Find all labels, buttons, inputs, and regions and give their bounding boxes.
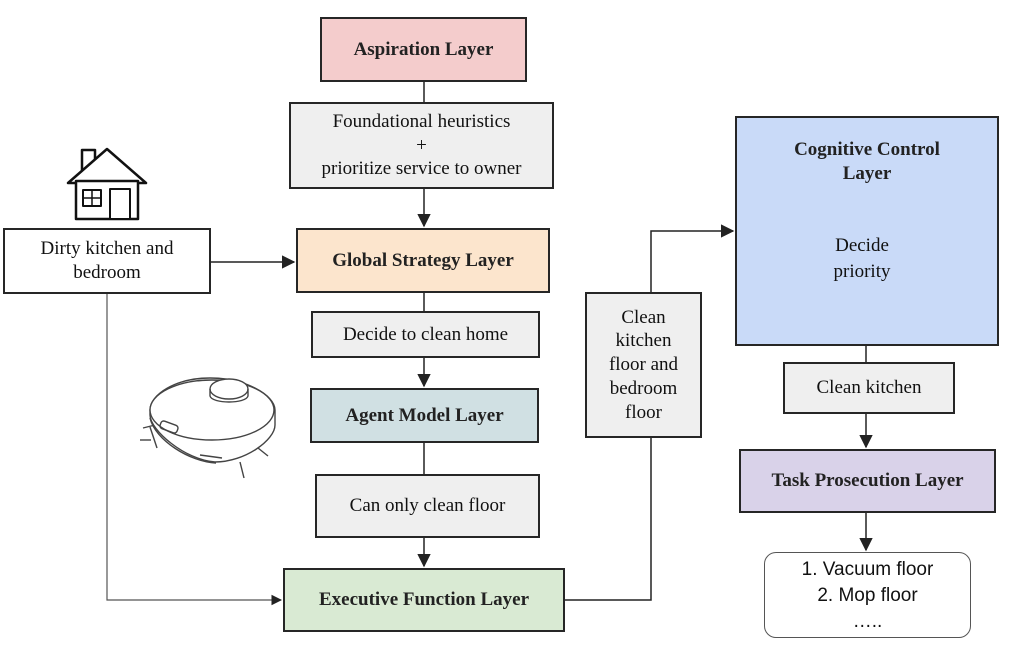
task-list-item: 1. Vacuum floor <box>801 559 934 580</box>
decide-clean-home-box: Decide to clean home <box>311 311 540 358</box>
dirty-line-1: Dirty kitchen and <box>40 238 174 260</box>
agent-model-layer-box: Agent Model Layer <box>310 388 539 443</box>
arrow-cleanfloors-cognitive <box>650 224 735 292</box>
heuristics-line-3: prioritize service to owner <box>321 158 522 180</box>
can-only-clean-floor-box: Can only clean floor <box>315 474 540 538</box>
task-prosecution-layer-label: Task Prosecution Layer <box>771 470 964 492</box>
heuristics-line-2: + <box>416 134 427 156</box>
aspiration-layer-label: Aspiration Layer <box>353 38 494 60</box>
task-list-item: 2. Mop floor <box>817 585 918 606</box>
global-strategy-layer-label: Global Strategy Layer <box>332 249 514 271</box>
foundational-heuristics-box: Foundational heuristics + prioritize ser… <box>289 102 554 189</box>
clean-kitchen-box: Clean kitchen <box>783 362 955 414</box>
connector-executive-cleanfloors <box>565 438 652 601</box>
decide-priority-label: Decide priority <box>806 233 918 284</box>
executive-function-layer-box: Executive Function Layer <box>283 568 565 632</box>
task-prosecution-layer-box: Task Prosecution Layer <box>739 449 996 513</box>
clean-floors-line-1: Clean <box>621 306 666 328</box>
dirty-kitchen-box: Dirty kitchen and bedroom <box>3 228 211 294</box>
decide-clean-home-label: Decide to clean home <box>342 323 509 345</box>
arrow-dirty-executive <box>106 294 283 606</box>
agent-model-layer-label: Agent Model Layer <box>345 404 504 426</box>
heuristics-line-1: Foundational heuristics <box>332 110 511 132</box>
cognitive-control-layer-label: Cognitive Control Layer <box>794 139 940 184</box>
clean-kitchen-bedroom-floor-box: Clean kitchen floor and bedroom floor <box>585 292 702 438</box>
decide-priority-line-1: Decide <box>835 235 889 256</box>
clean-floors-line-5: floor <box>625 401 662 423</box>
task-list-item: ….. <box>852 611 883 632</box>
can-only-clean-floor-label: Can only clean floor <box>349 495 506 517</box>
clean-floors-line-2: kitchen <box>615 330 672 352</box>
task-list-box: 1. Vacuum floor 2. Mop floor ….. <box>764 552 971 638</box>
house-icon <box>66 147 148 221</box>
clean-kitchen-label: Clean kitchen <box>816 377 922 399</box>
global-strategy-layer-box: Global Strategy Layer <box>296 228 550 293</box>
decide-priority-line-2: priority <box>833 260 891 282</box>
robot-vacuum-icon <box>140 377 276 479</box>
dirty-line-2: bedroom <box>73 262 141 283</box>
aspiration-layer-box: Aspiration Layer <box>320 17 527 82</box>
clean-floors-line-4: bedroom <box>609 377 678 399</box>
clean-floors-line-3: floor and <box>608 354 679 376</box>
executive-function-layer-label: Executive Function Layer <box>318 589 530 611</box>
cognitive-control-layer-box: Cognitive Control Layer <box>735 116 999 346</box>
